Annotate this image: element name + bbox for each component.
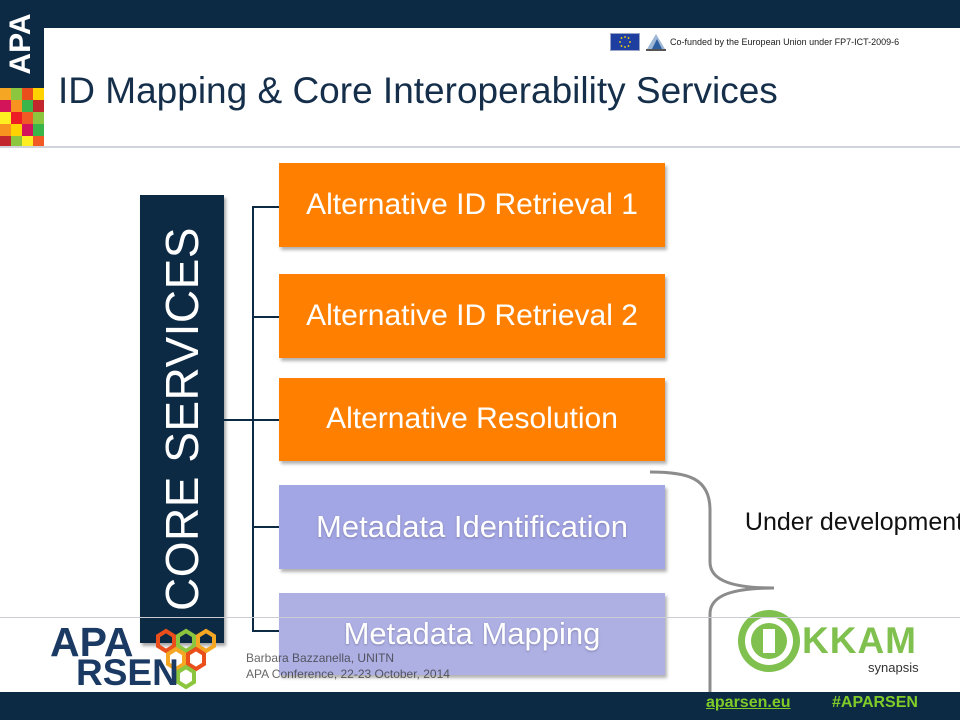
okkam-wordmark: KKAM	[802, 620, 917, 661]
service-metadata-mapping: Metadata Mapping	[279, 593, 665, 675]
connector-branch-4	[252, 526, 279, 528]
presenter-info: Barbara Bazzanella, UNITN APA Conference…	[246, 651, 450, 682]
service-metadata-identification: Metadata Identification	[279, 485, 665, 569]
under-development-note: Under development	[744, 508, 960, 536]
title-divider	[0, 146, 960, 148]
apa-logo-icon: APA	[6, 13, 37, 74]
mosaic-graphic	[0, 88, 44, 148]
top-bar	[0, 0, 960, 28]
aparsen-logo-apa: APA	[50, 619, 134, 665]
service-alternative-id-retrieval-1: Alternative ID Retrieval 1	[279, 163, 665, 247]
core-services-label-wrap: CORE SERVICES	[140, 195, 224, 643]
fp7-logo-icon	[646, 34, 666, 51]
service-alternative-id-retrieval-2: Alternative ID Retrieval 2	[279, 274, 665, 358]
core-services-node	[140, 195, 224, 643]
hashtag-label: #APARSEN	[832, 694, 918, 711]
presenter-name: Barbara Bazzanella, UNITN	[246, 651, 395, 665]
eu-flag-icon	[610, 33, 640, 51]
core-services-label: CORE SERVICES	[156, 227, 209, 611]
connector-branch-5	[252, 630, 279, 632]
apa-logo: APA	[0, 0, 44, 148]
aparsen-site-link[interactable]: aparsen.eu	[706, 694, 791, 711]
okkam-subtitle: synapsis	[868, 660, 919, 675]
svg-text:APA: APA	[6, 13, 37, 74]
conference-line: APA Conference, 22-23 October, 2014	[246, 666, 450, 681]
connector-branch-2	[252, 316, 279, 318]
cofunding-note: Co-funded by the European Union under FP…	[670, 37, 900, 47]
connector-branch-3	[252, 419, 279, 421]
connector-trunk	[224, 419, 253, 421]
aparsen-logo-rsen: RSEN	[76, 652, 179, 693]
footer-divider	[0, 617, 960, 618]
bottom-bar	[0, 692, 960, 720]
aparsen-hexagons-icon	[156, 628, 216, 690]
page-title: ID Mapping & Core Interoperability Servi…	[58, 70, 778, 111]
connector-branch-1	[252, 206, 279, 208]
service-alternative-resolution: Alternative Resolution	[279, 378, 665, 461]
okkam-logo-icon	[738, 610, 800, 672]
